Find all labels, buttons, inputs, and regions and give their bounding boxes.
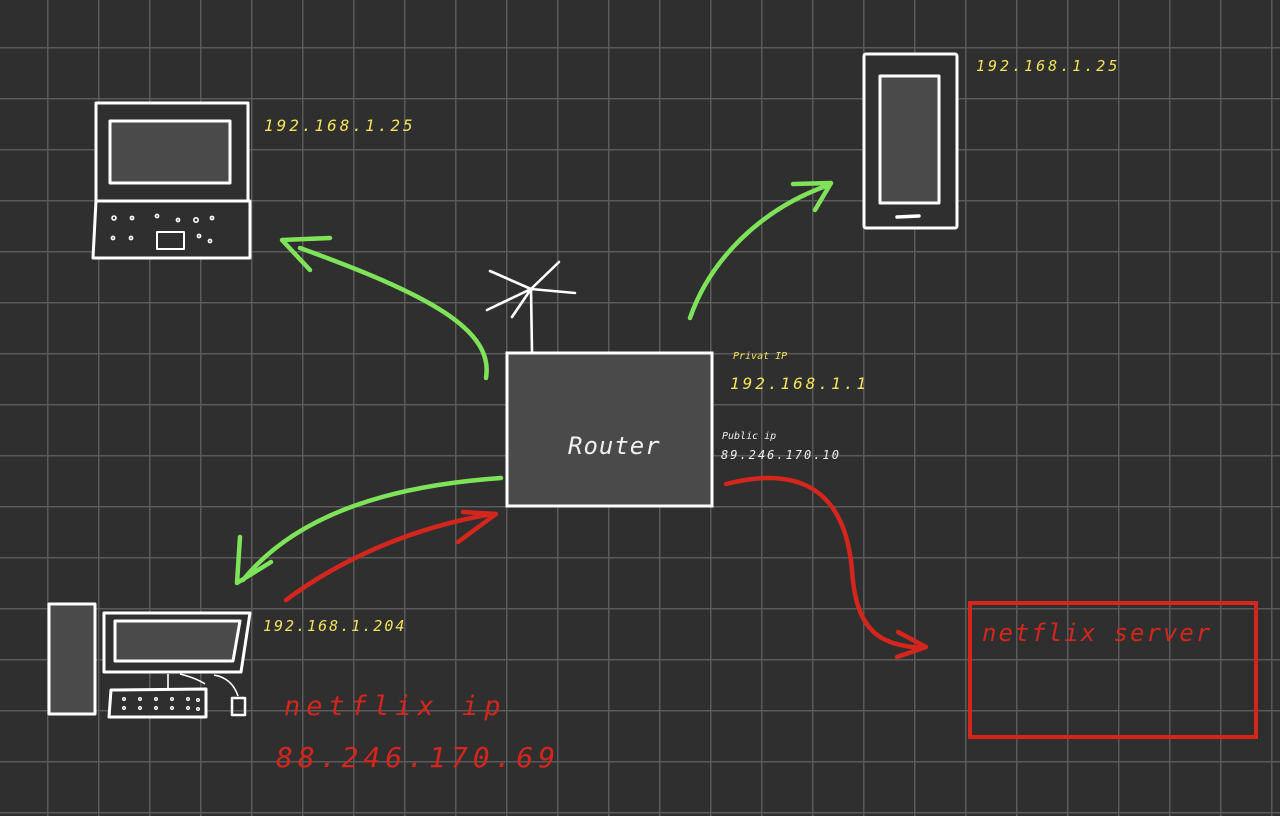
router-icon [485,260,714,508]
arrow-router-to-phone [687,183,829,321]
router-public-ip-title: Public ip [722,431,776,442]
arrow-desktop-to-router-head [455,509,499,545]
arrow-router-to-laptop [297,245,489,381]
internet-arrows [283,475,929,660]
arrow-desktop-to-router [283,511,495,603]
router-private-ip: 192.168.1.1 [730,374,869,393]
arrow-router-to-laptop-head [279,235,333,273]
netflix-ip: 88.246.170.69 [276,741,560,774]
server-box-icon [968,601,1258,739]
netflix-server-label: netflix server [982,619,1212,647]
antenna-icon [485,260,577,354]
lan-arrows [234,180,834,586]
arrow-router-to-phone-head [790,180,834,213]
netflix-ip-title: netflix ip [284,691,507,722]
desktop-computer-icon [47,602,252,719]
laptop-ip-label: 192.168.1.25 [264,116,416,135]
router-label: Router [568,432,661,460]
arrow-router-to-desktop-head [234,534,274,586]
arrow-router-to-netflix [723,475,925,651]
arrow-router-to-desktop [240,475,504,583]
router-private-ip-title: Privat IP [733,351,787,362]
phone-ip-label: 192.168.1.25 [976,57,1120,75]
smartphone-icon [862,52,959,230]
arrow-router-to-netflix-head [894,629,929,660]
router-public-ip: 89.246.170.10 [721,448,841,462]
laptop-icon [91,101,252,260]
desktop-ip-label: 192.168.1.204 [263,617,406,635]
